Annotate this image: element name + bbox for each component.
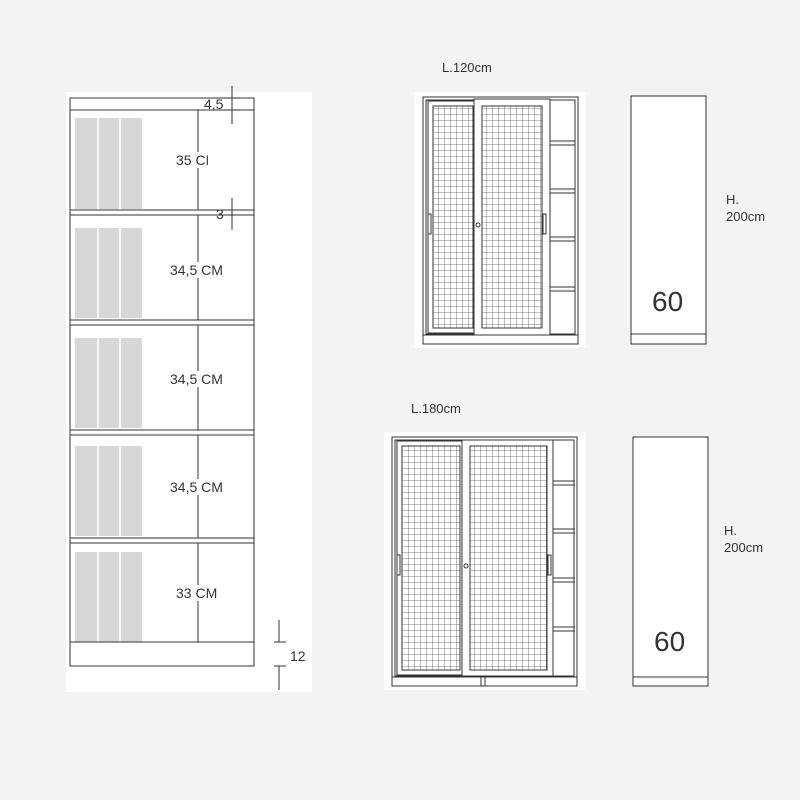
cabinet-120-height-label: H. 200cm <box>726 192 766 224</box>
cabinet-180-depth-label: 60 <box>654 626 686 657</box>
cabinet-120-handle-left <box>427 213 432 235</box>
shelf-outer-frame <box>69 97 255 667</box>
top-gap-label: 4,5 <box>204 96 224 112</box>
cabinet-180-handle-right <box>547 554 552 576</box>
compartment-1-height: 35 CM <box>176 152 208 168</box>
compartment-5-glass <box>75 552 142 642</box>
cabinet-120-handle-right <box>542 213 547 235</box>
shelf-gap-label: 3 <box>216 206 224 222</box>
compartment-3-glass <box>75 338 142 428</box>
cabinet-120-width-label: L.120cm <box>442 60 492 75</box>
cabinet-180-side <box>632 436 709 678</box>
cabinet-180-width-label: L.180cm <box>411 401 461 416</box>
cabinet-180-handle-left <box>396 554 401 576</box>
cabinet-180-lock <box>463 563 469 569</box>
cabinet-180-height-label: H. 200cm <box>724 523 764 555</box>
compartment-1-glass <box>75 118 142 209</box>
cabinet-120-lock <box>475 222 481 228</box>
cabinet-120-side <box>630 95 707 335</box>
compartment-2-glass <box>75 228 142 318</box>
cabinet-120-depth-label: 60 <box>652 286 684 317</box>
compartment-5-height: 33 CM <box>176 585 218 601</box>
compartment-2-height: 34,5 CM <box>170 262 223 278</box>
compartment-3-height: 34,5 CM <box>170 371 223 387</box>
bottom-height-label: 12 <box>290 648 306 664</box>
compartment-4-glass <box>75 446 142 536</box>
compartment-4-height: 34,5 CM <box>170 479 223 495</box>
